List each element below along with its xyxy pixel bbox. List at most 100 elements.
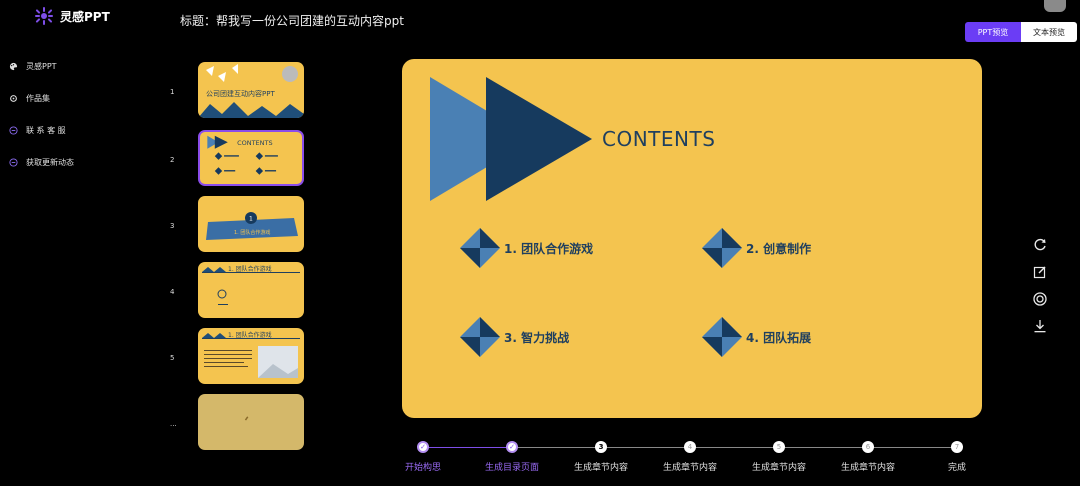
sidebar-nav: 灵感PPT 作品集 联 系 客 服 获取更新动态 <box>0 50 140 178</box>
diamond-icon <box>702 228 742 268</box>
step: 3 生成章节内容 <box>556 441 646 473</box>
thumbnail-slide-2[interactable]: CONTENTS <box>198 130 304 186</box>
refresh-button[interactable] <box>1032 237 1048 253</box>
thumbnail-number: 2 <box>170 156 175 164</box>
thumbnail-row: 4 1. 团队合作游戏 <box>160 260 310 318</box>
contents-item-label: 3. 智力挑战 <box>504 330 570 345</box>
sidebar: 灵感PPT 灵感PPT 作品集 联 系 客 服 获取更新动态 <box>0 0 140 486</box>
brand-logo-icon <box>35 7 53 25</box>
tab-ppt-preview[interactable]: PPT预览 <box>965 22 1021 42</box>
step-label: 生成章节内容 <box>751 463 806 473</box>
thumbnail-number: 3 <box>170 222 175 230</box>
diamond-icon <box>460 317 500 357</box>
step-label: 生成目录页面 <box>484 463 539 473</box>
preview-tabs: PPT预览 文本预览 <box>965 22 1077 42</box>
thumbnail-4-art: 1. 团队合作游戏 <box>202 265 300 305</box>
thumbnail-title: 1. 团队合作游戏 <box>234 229 270 236</box>
slide-thumbnails: 1 公司团建互动内容PPT 2 CONTENTS 3 <box>160 60 310 460</box>
thumbnail-row: 3 1 1. 团队合作游戏 <box>160 194 310 252</box>
slide-tools <box>1032 237 1050 345</box>
step-label: 开始构思 <box>404 463 441 473</box>
sidebar-item-label: 联 系 客 服 <box>26 125 66 135</box>
lifebuoy-icon <box>1033 292 1047 306</box>
avatar[interactable] <box>1044 0 1066 12</box>
contents-item: 2. 创意制作 <box>702 228 811 268</box>
diamond-icon <box>460 228 500 268</box>
thumbnail-placeholder[interactable] <box>198 394 304 450</box>
step-check-icon: ✓ <box>417 441 429 453</box>
sidebar-item-updates[interactable]: 获取更新动态 <box>0 146 140 178</box>
chat-icon <box>9 125 18 135</box>
thumbnail-row: 5 1. 团队合作游戏 <box>160 326 310 384</box>
thumbnail-number: ... <box>170 420 177 428</box>
contents-triangles-icon <box>430 77 592 201</box>
thumbnail-slide-3[interactable]: 1 1. 团队合作游戏 <box>198 196 304 252</box>
thumbnail-row: ... <box>160 392 310 450</box>
thumbnail-title: 公司团建互动内容PPT <box>206 89 275 98</box>
contents-item-label: 2. 创意制作 <box>746 241 812 256</box>
brand-name: 灵感PPT <box>60 9 110 24</box>
slide-title: CONTENTS <box>602 127 716 151</box>
thumbnail-5-art: 1. 团队合作游戏 <box>202 331 300 378</box>
thumbnail-number: 5 <box>170 354 175 362</box>
step-label: 生成章节内容 <box>840 463 895 473</box>
thumbnail-row: 1 公司团建互动内容PPT <box>160 60 310 118</box>
sidebar-item-support[interactable]: 联 系 客 服 <box>0 114 140 146</box>
sidebar-item-portfolio[interactable]: 作品集 <box>0 82 140 114</box>
page-title: 标题：帮我写一份公司团建的互动内容ppt <box>180 14 404 28</box>
contents-item: 4. 团队拓展 <box>702 317 811 357</box>
thumbnail-title: 1. 团队合作游戏 <box>228 265 272 273</box>
contents-item-label: 4. 团队拓展 <box>746 330 812 345</box>
thumbnail-2-art: CONTENTS <box>207 135 278 175</box>
thumbnail-title: 1. 团队合作游戏 <box>228 331 272 339</box>
contents-item: 3. 智力挑战 <box>460 317 569 357</box>
thumbnail-title: CONTENTS <box>237 139 273 147</box>
step: 5 生成章节内容 <box>734 441 824 473</box>
thumbnail-slide-5[interactable]: 1. 团队合作游戏 <box>198 328 304 384</box>
step-check-icon: ✓ <box>506 441 518 453</box>
step-label: 生成章节内容 <box>662 463 717 473</box>
step: 6 生成章节内容 <box>823 441 913 473</box>
thumbnail-row: 2 CONTENTS <box>160 128 310 186</box>
sidebar-item-label: 作品集 <box>26 93 50 103</box>
step-number: 5 <box>773 441 785 453</box>
step-number: 3 <box>595 441 607 453</box>
download-button[interactable] <box>1032 318 1048 334</box>
gear-icon <box>10 94 17 102</box>
thumbnail-1-art: 公司团建互动内容PPT <box>198 64 304 118</box>
thumbnail-slide-4[interactable]: 1. 团队合作游戏 <box>198 262 304 318</box>
thumbnail-number: 4 <box>170 288 175 296</box>
palette-icon <box>9 62 18 70</box>
step-label: 生成章节内容 <box>573 463 628 473</box>
sidebar-item-label: 获取更新动态 <box>26 157 74 167</box>
edit-button[interactable] <box>1032 264 1048 280</box>
contents-item: 1. 团队合作游戏 <box>460 228 593 268</box>
edit-icon <box>1033 266 1046 279</box>
contents-item-label: 1. 团队合作游戏 <box>504 241 594 256</box>
refresh-icon <box>1034 238 1046 251</box>
step-number: 4 <box>684 441 696 453</box>
step: 4 生成章节内容 <box>645 441 735 473</box>
step: 7 完成 <box>912 441 1002 473</box>
chat-icon <box>9 157 18 167</box>
thumbnail-3-art: 1 1. 团队合作游戏 <box>206 212 298 240</box>
step: ✓ 开始构思 <box>378 441 468 473</box>
slide-preview: CONTENTS 1. 团队合作游戏 2. 创意制作 3. 智力挑战 4. 团队… <box>402 59 982 418</box>
loading-icon <box>244 416 249 421</box>
step-label: 完成 <box>947 463 966 473</box>
progress-track-done <box>423 447 512 448</box>
download-icon <box>1034 320 1046 333</box>
step: ✓ 生成目录页面 <box>467 441 557 473</box>
thumbnail-badge: 1 <box>249 216 253 223</box>
thumbnail-slide-1[interactable]: 公司团建互动内容PPT <box>198 62 304 118</box>
progress-steps: ✓ 开始构思 ✓ 生成目录页面 3 生成章节内容 4 生成章节内容 5 生成章节… <box>400 438 990 478</box>
help-button[interactable] <box>1032 291 1048 307</box>
diamond-icon <box>702 317 742 357</box>
brand[interactable]: 灵感PPT <box>34 5 110 27</box>
tab-text-preview[interactable]: 文本预览 <box>1021 22 1077 42</box>
thumbnail-number: 1 <box>170 88 175 96</box>
step-number: 7 <box>951 441 963 453</box>
sidebar-item-label: 灵感PPT <box>26 61 57 71</box>
sidebar-item-home[interactable]: 灵感PPT <box>0 50 140 82</box>
step-number: 6 <box>862 441 874 453</box>
